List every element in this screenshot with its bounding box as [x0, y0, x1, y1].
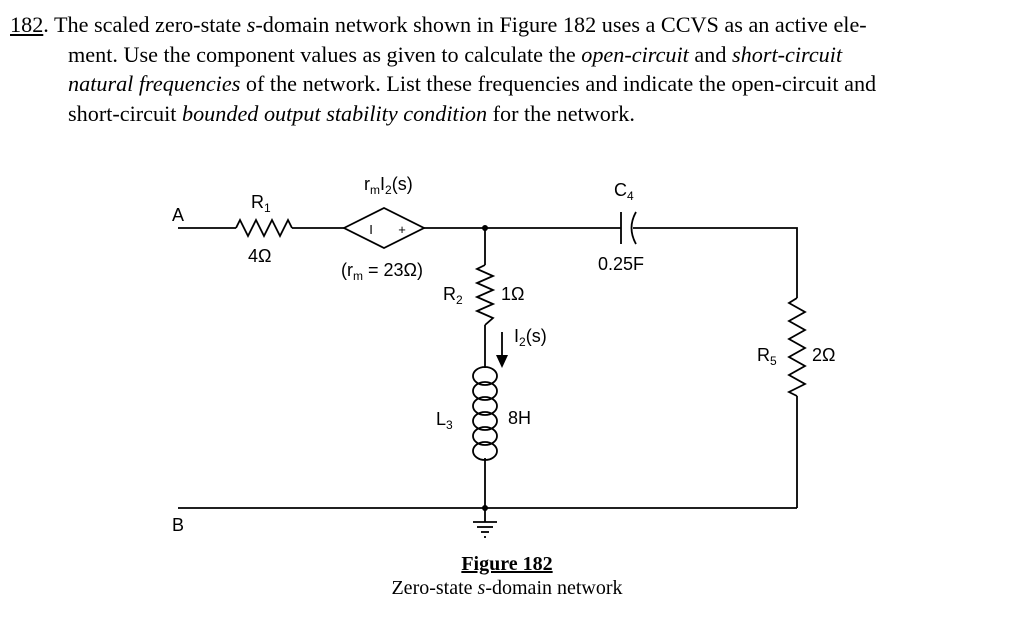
- l3-label: L3: [436, 409, 453, 432]
- current-label: I2(s): [514, 326, 547, 349]
- problem-text-italic: s: [246, 12, 256, 37]
- l3-inductor-symbol: [472, 366, 498, 461]
- c4-label: C4: [614, 180, 634, 203]
- problem-text: for the network.: [487, 100, 635, 126]
- figure-subtitle: Zero-state s-domain network: [391, 577, 623, 599]
- current-arrow-icon: [496, 332, 508, 368]
- ground-icon: [473, 521, 497, 538]
- problem-statement: 182. The scaled zero-state s-domain netw…: [10, 10, 1010, 128]
- ccvs-parameter: (rm = 23Ω): [341, 260, 423, 283]
- r5-value: 2Ω: [812, 345, 835, 365]
- node-b-label: B: [172, 515, 184, 535]
- r2-resistor-symbol: [474, 264, 496, 326]
- problem-text: ment. Use the component values as given …: [68, 41, 582, 67]
- r1-label: R1: [251, 192, 271, 215]
- c4-value: 0.25F: [598, 254, 644, 274]
- ccvs-diamond-symbol: [341, 206, 427, 250]
- problem-text-italic: natural frequencies: [68, 71, 241, 96]
- problem-text: of the network. List these frequencies a…: [240, 71, 877, 96]
- problem-number: 182: [10, 12, 44, 37]
- r2-label: R2: [443, 284, 463, 307]
- junction-top: [482, 225, 488, 231]
- r1-value: 4Ω: [248, 246, 271, 266]
- figure-title: Figure 182: [461, 553, 553, 575]
- problem-text: -domain network shown in Figure 182 uses…: [255, 12, 867, 37]
- figure-caption: Figure 182 Zero-state s-domain network: [384, 552, 630, 600]
- l3-value: 8H: [508, 408, 531, 428]
- problem-text: short-circuit: [68, 100, 182, 126]
- r5-label: R5: [757, 345, 777, 368]
- junction-bottom: [482, 505, 488, 511]
- problem-line-3: natural frequencies of the network. List…: [10, 69, 1010, 99]
- problem-text: and: [688, 41, 732, 67]
- ccvs-plus-terminal: +: [398, 222, 406, 237]
- r5-resistor-symbol: [786, 297, 807, 397]
- problem-line-2: ment. Use the component values as given …: [10, 40, 1010, 70]
- problem-line-1: 182. The scaled zero-state s-domain netw…: [10, 10, 1010, 40]
- r2-value: 1Ω: [501, 284, 524, 304]
- problem-text: . The scaled zero-state: [43, 12, 247, 37]
- problem-text-italic: short-circuit: [732, 41, 843, 67]
- node-a-label: A: [172, 205, 184, 225]
- r1-resistor-symbol: [235, 217, 293, 239]
- problem-text-italic: bounded output stability condition: [181, 100, 488, 126]
- ccvs-label: rmI2(s): [364, 174, 413, 197]
- problem-line-4: short-circuit bounded output stability c…: [10, 99, 1010, 129]
- wire-c4-to-r5: [633, 227, 798, 298]
- c4-plate-right: [630, 211, 637, 245]
- ccvs-minus-terminal: I: [369, 222, 373, 237]
- problem-text-italic: open-circuit: [581, 41, 689, 67]
